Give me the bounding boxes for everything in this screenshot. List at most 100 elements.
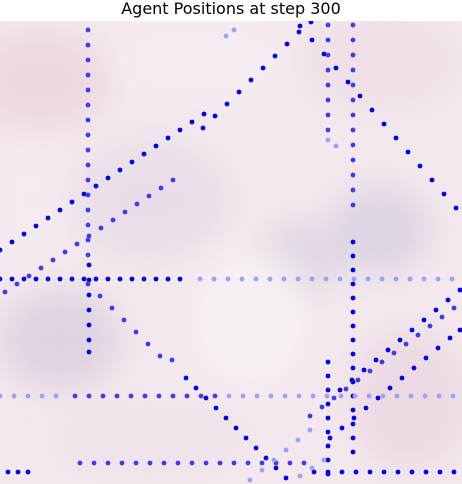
agent-point [57, 207, 63, 213]
agent-point [327, 435, 333, 441]
agent-point [223, 33, 229, 39]
agent-point [325, 387, 331, 393]
agent-point [457, 287, 462, 293]
agent-point [350, 187, 356, 193]
agent-point [259, 467, 265, 473]
agent-point [391, 350, 397, 356]
agent-point [74, 241, 80, 247]
agent-point [85, 102, 91, 108]
agent-point [122, 209, 128, 215]
agent-point [350, 323, 356, 329]
agent-point [50, 257, 56, 263]
agent-point [25, 469, 31, 475]
bg-blob [0, 30, 110, 130]
agent-point [97, 293, 103, 299]
agent-point [217, 460, 223, 466]
chart-title: Agent Positions at step 300 [121, 0, 341, 18]
agent-point [350, 22, 356, 28]
bg-blob [70, 140, 230, 260]
agent-point [437, 469, 443, 475]
agent-point [415, 332, 421, 338]
agent-point [325, 112, 331, 118]
agent-point [397, 337, 403, 343]
agent-point [284, 41, 290, 47]
agent-point [213, 405, 219, 411]
agent-point [170, 393, 176, 399]
agent-point [133, 329, 139, 335]
agent-point [405, 149, 411, 155]
agent-point [2, 289, 8, 295]
agent-point [399, 375, 405, 381]
agent-point [307, 427, 313, 433]
agent-point [260, 65, 266, 71]
agent-point [86, 337, 92, 343]
agent-point [350, 142, 356, 148]
agent-point [248, 77, 254, 83]
agent-point [350, 52, 356, 58]
agent-point [379, 276, 385, 282]
agent-point [85, 72, 91, 78]
agent-point [39, 393, 45, 399]
agent-point [325, 401, 331, 407]
agent-point [324, 393, 330, 399]
agent-point [62, 249, 68, 255]
agent-point [369, 107, 375, 113]
agent-point [365, 276, 371, 282]
agent-point [450, 393, 456, 399]
agent-point [350, 172, 356, 178]
agent-point [407, 276, 413, 282]
agent-point [133, 460, 139, 466]
agent-point [21, 276, 27, 282]
agent-point [117, 167, 123, 173]
agent-point [85, 222, 91, 228]
agent-point [153, 143, 159, 149]
agent-point [223, 415, 229, 421]
agent-point [14, 281, 20, 287]
agent-point [245, 460, 251, 466]
agent-point [325, 443, 331, 449]
agent-point [121, 317, 127, 323]
agent-point [271, 457, 277, 463]
agent-point [77, 460, 83, 466]
agent-point [0, 393, 3, 399]
agent-point [86, 277, 92, 283]
agent-point [283, 447, 289, 453]
agent-point [263, 455, 269, 461]
agent-point [184, 393, 190, 399]
agent-point [85, 192, 91, 198]
agent-point [385, 347, 391, 353]
agent-point [355, 377, 361, 383]
agent-point [85, 147, 91, 153]
agent-point [447, 335, 453, 341]
agent-point [423, 355, 429, 361]
agent-point [350, 37, 356, 43]
agent-point [435, 276, 441, 282]
agent-point [231, 27, 237, 33]
agent-point [350, 435, 356, 441]
agent-point [325, 457, 331, 463]
agent-point [350, 421, 356, 427]
agent-point [201, 111, 207, 117]
agent-point [86, 307, 92, 313]
agent-point [325, 127, 331, 133]
agent-point [331, 395, 337, 401]
agent-point [281, 276, 287, 282]
agent-point [357, 93, 363, 99]
agent-point [85, 117, 91, 123]
agent-point [387, 385, 393, 391]
agent-point [449, 276, 455, 282]
agent-point [233, 425, 239, 431]
agent-point [38, 265, 44, 271]
agent-point [81, 191, 87, 197]
agent-point [350, 127, 356, 133]
agent-point [393, 276, 399, 282]
agent-point [337, 276, 343, 282]
agent-point [45, 276, 51, 282]
agent-point [351, 276, 357, 282]
agent-point [93, 183, 99, 189]
agent-point [177, 276, 183, 282]
agent-point [254, 393, 260, 399]
agent-point [381, 121, 387, 127]
agent-point [128, 393, 134, 399]
agent-point [5, 469, 11, 475]
